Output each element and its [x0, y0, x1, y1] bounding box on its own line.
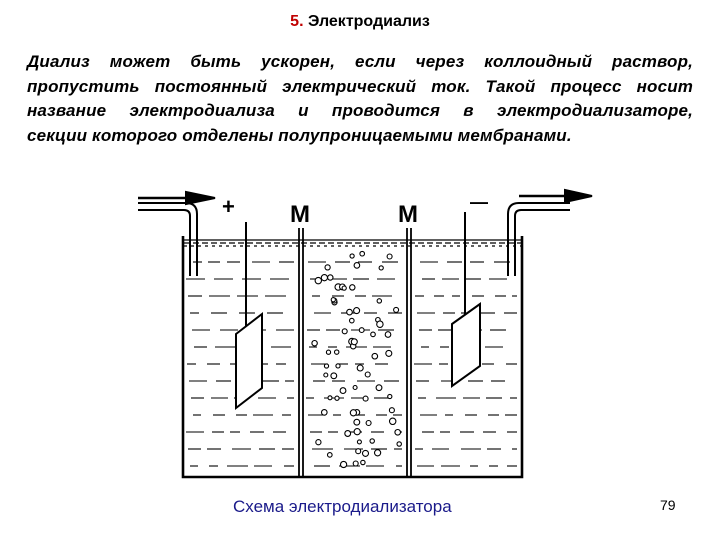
particle — [346, 308, 353, 316]
membrane-left-label: M — [290, 201, 310, 228]
particle — [339, 460, 348, 469]
particle — [353, 428, 361, 436]
membrane-right — [406, 228, 412, 477]
title-text: Электродиализ — [307, 13, 430, 30]
particle — [323, 372, 329, 378]
particle — [365, 419, 372, 427]
particle — [388, 407, 395, 414]
particle — [387, 393, 393, 400]
cathode-electrode — [451, 212, 481, 388]
particle — [349, 253, 355, 259]
paragraph-line: Диализ может быть ускорен, если через ко… — [27, 52, 693, 71]
particle — [335, 363, 341, 369]
particle — [394, 428, 402, 436]
particle — [352, 460, 359, 467]
membrane-left — [298, 228, 304, 477]
particle — [378, 265, 384, 271]
particle — [324, 264, 331, 271]
particle — [358, 327, 365, 334]
outlet-pipe — [507, 188, 593, 276]
particle — [326, 452, 333, 458]
plus-label: + — [222, 194, 235, 219]
particle — [386, 253, 393, 260]
particle — [370, 331, 376, 338]
particle — [371, 352, 379, 360]
colloid-particles — [311, 250, 402, 469]
particle — [361, 449, 370, 457]
particle — [393, 306, 400, 313]
particle — [330, 372, 338, 380]
particle — [341, 328, 348, 335]
particle — [344, 430, 352, 437]
particle — [396, 441, 402, 447]
particle — [311, 339, 318, 347]
particle — [359, 250, 366, 257]
diagram-caption: Схема электродиализатора — [233, 497, 452, 516]
particle — [355, 448, 362, 455]
title-number: 5. — [290, 13, 304, 30]
particle — [333, 349, 340, 355]
membrane-right-label: M — [398, 201, 418, 228]
paragraph-line: название электродиализа и проводится в э… — [27, 101, 693, 121]
particle — [330, 297, 336, 303]
particle — [348, 317, 355, 324]
description-paragraph: Диализ может быть ускорен, если через ко… — [27, 50, 693, 148]
slide-title: 5. Электродиализ — [0, 13, 720, 31]
particle — [327, 274, 334, 281]
particle — [388, 417, 397, 426]
particle — [334, 395, 340, 401]
inlet-pipe — [138, 190, 216, 276]
particle — [323, 363, 330, 369]
particle — [356, 364, 364, 372]
particle — [369, 438, 375, 444]
anode-electrode — [235, 222, 263, 411]
particle — [341, 285, 347, 291]
particle — [385, 349, 393, 357]
page-number: 79 — [660, 497, 676, 513]
minus-label: — — [470, 192, 488, 212]
paragraph-line: секции которого отделены полупроницаемым… — [27, 125, 572, 145]
particle — [376, 320, 384, 328]
particle — [320, 274, 329, 282]
particle — [349, 409, 358, 417]
particle — [375, 384, 383, 392]
particle — [325, 349, 332, 355]
liquid-surface — [184, 239, 521, 247]
particle — [376, 298, 383, 304]
particle — [327, 395, 333, 401]
particle — [353, 307, 361, 315]
particle — [353, 418, 361, 426]
paragraph-line: пропустить постоянный электрический ток.… — [27, 76, 693, 96]
particle — [315, 439, 322, 446]
particle — [373, 449, 382, 457]
particle — [314, 276, 323, 285]
particle — [349, 284, 356, 291]
particle — [353, 262, 361, 269]
particle — [350, 338, 358, 346]
particle — [360, 459, 366, 466]
particle — [356, 439, 362, 445]
particle — [364, 371, 371, 378]
particle — [352, 384, 358, 391]
particle — [320, 409, 328, 416]
particle — [362, 395, 369, 402]
particle — [384, 331, 392, 338]
tank — [181, 236, 524, 479]
particle — [339, 387, 347, 395]
